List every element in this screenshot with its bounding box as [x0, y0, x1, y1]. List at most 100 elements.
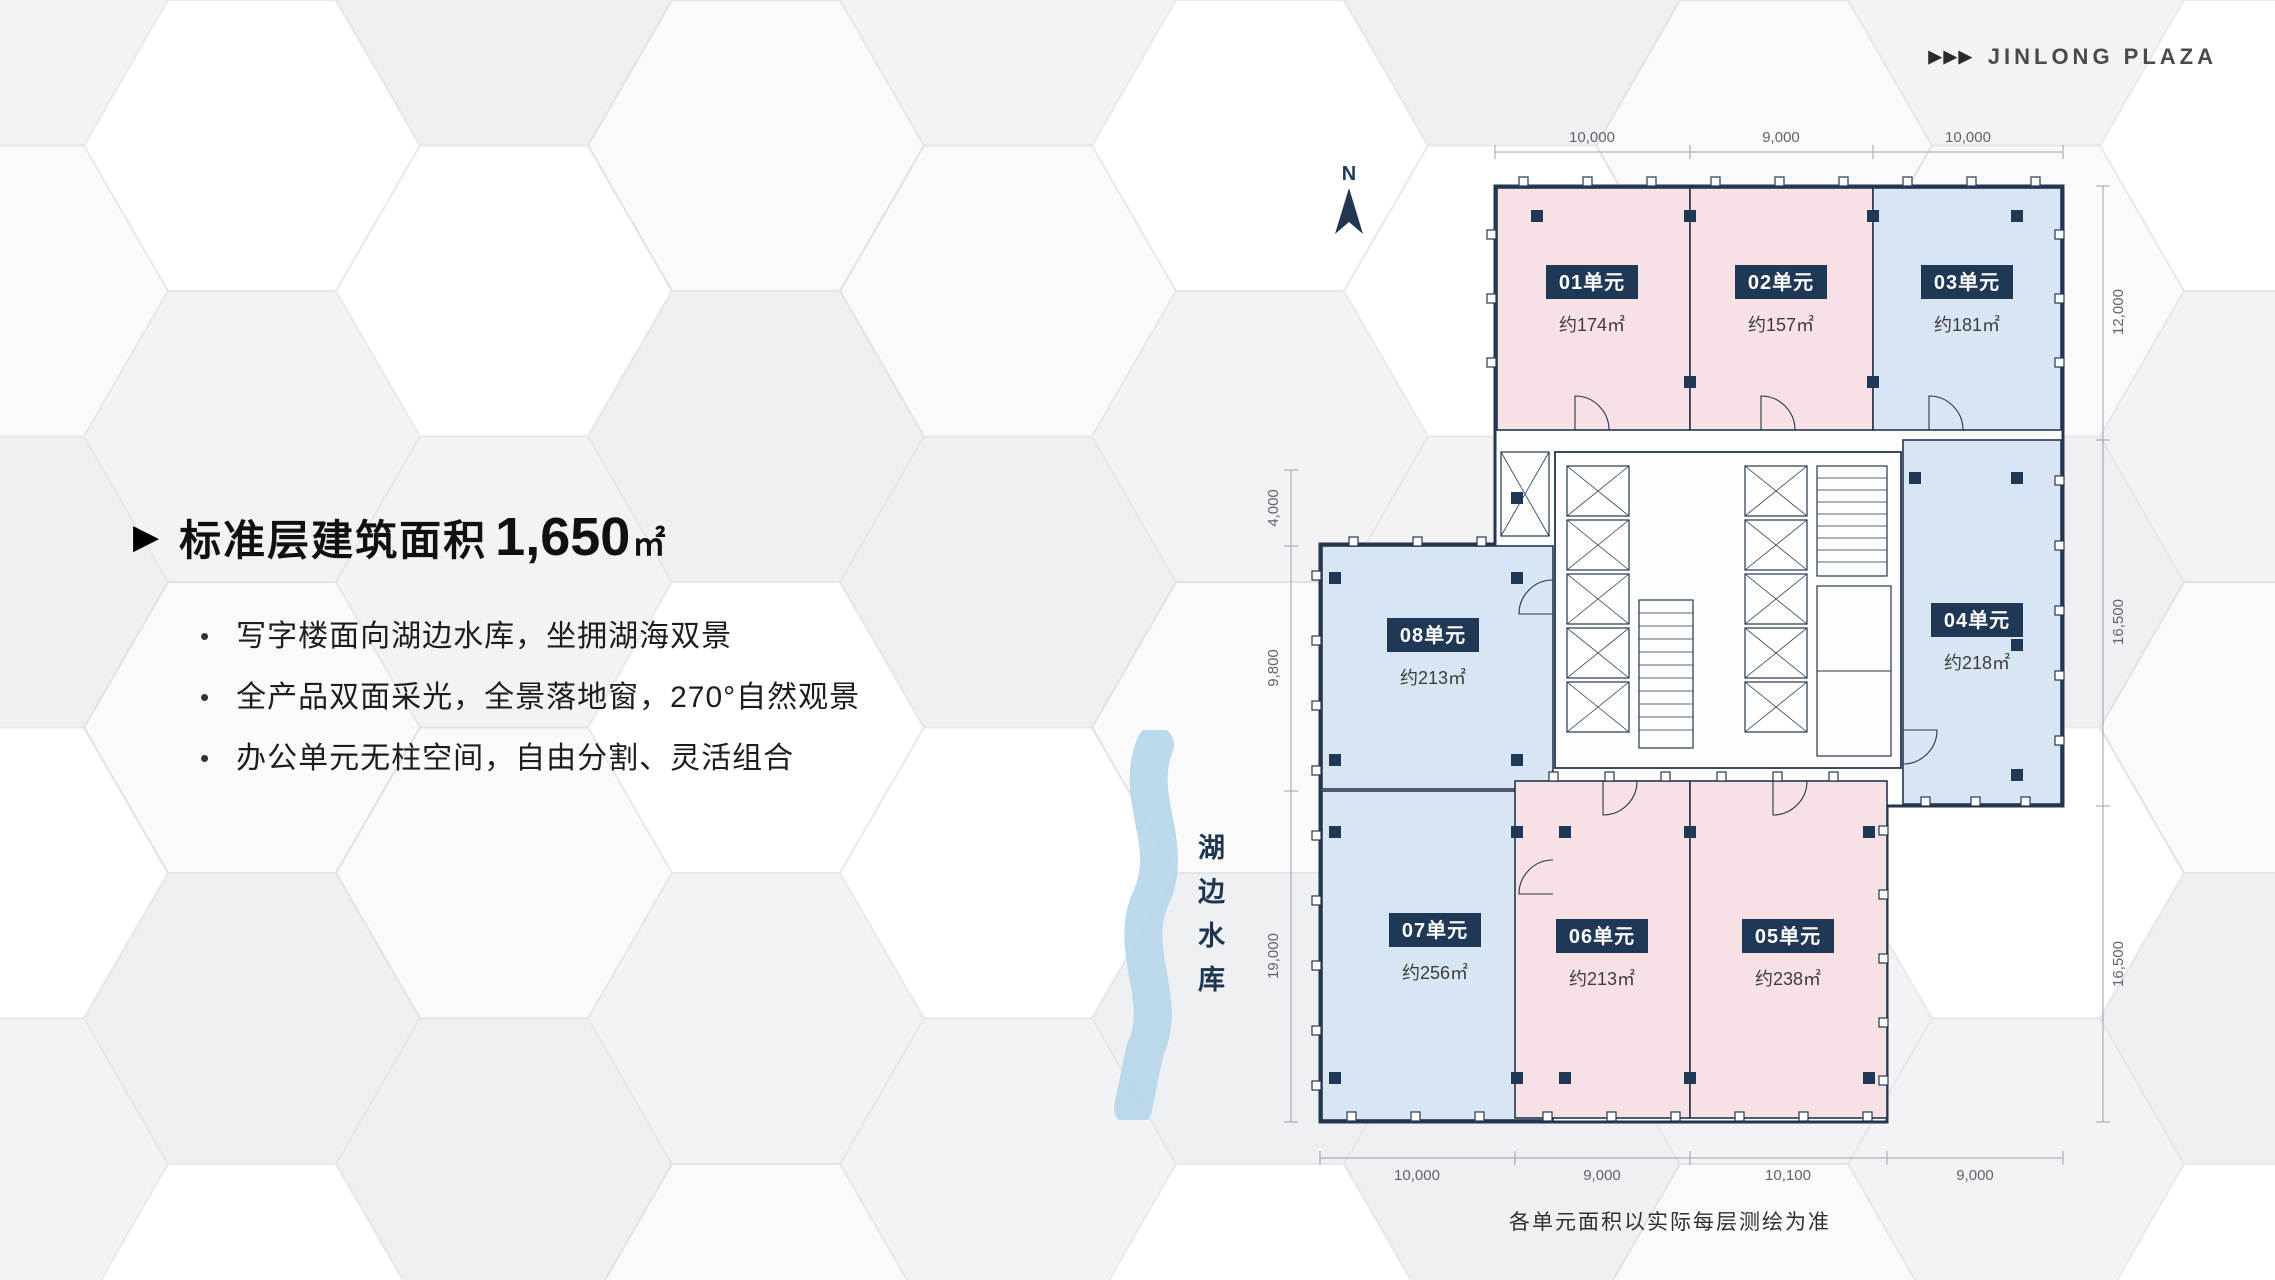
- window-mark: [1670, 1111, 1681, 1122]
- window-mark: [1646, 176, 1657, 187]
- bullet-list: • 写字楼面向湖边水库，坐拥湖海双景 • 全产品双面采光，全景落地窗，270°自…: [200, 606, 860, 789]
- window-mark: [1970, 796, 1981, 807]
- window-mark: [1710, 176, 1721, 187]
- column-marker: [1684, 826, 1696, 838]
- column-marker: [2011, 639, 2023, 651]
- window-mark: [1412, 536, 1423, 547]
- window-mark: [1518, 176, 1529, 187]
- hexagon-tile: [2098, 581, 2275, 874]
- badge-bg: [1921, 265, 2013, 299]
- dim-label: 4,000: [1265, 489, 1282, 527]
- column-marker: [2011, 472, 2023, 484]
- dim-label: 10,100: [1765, 1167, 1811, 1184]
- window-mark: [1311, 1025, 1322, 1036]
- door-arc: [1602, 780, 1638, 816]
- hexagon-tile: [2098, 0, 2275, 292]
- unit-07-badge: 07单元 约256㎡: [1389, 913, 1481, 983]
- unit-05-badge: 05单元 约238㎡: [1742, 919, 1834, 989]
- dimension-left: 4,000 9,800 19,000: [1265, 469, 1298, 1123]
- dim-label: 16,500: [2110, 941, 2127, 987]
- elevator-cross: [1744, 573, 1808, 625]
- unit-08-area: 约213㎡: [1400, 667, 1466, 688]
- bullet-text: 全产品双面采光，全景落地窗，270°自然观景: [236, 681, 861, 714]
- column-marker: [1863, 826, 1875, 838]
- window-mark: [1920, 796, 1931, 807]
- badge-bg: [1556, 919, 1648, 953]
- column-marker: [1684, 376, 1696, 388]
- window-mark: [2054, 293, 2065, 304]
- bullet-item: • 办公单元无柱空间，自由分割、灵活组合: [200, 728, 860, 789]
- unit-03-region: [1872, 187, 2062, 431]
- shaft-cross: [1500, 451, 1550, 537]
- badge-bg: [1735, 265, 1827, 299]
- window-mark: [1838, 176, 1849, 187]
- unit-05-area: 约238㎡: [1755, 968, 1821, 989]
- unit-01-badge: 01单元 约174㎡: [1546, 265, 1638, 335]
- dim-label: 9,800: [1265, 649, 1282, 687]
- unit-06-name: 06单元: [1569, 924, 1635, 948]
- elevator-cross: [1744, 519, 1808, 571]
- columns-layer: [1329, 210, 2023, 1084]
- door-arc: [1518, 579, 1554, 615]
- column-marker: [1329, 754, 1341, 766]
- stair-treads: [1639, 477, 1887, 731]
- north-arrow-icon: [1335, 188, 1363, 234]
- hexagon-tile: [2115, 1162, 2275, 1280]
- column-marker: [1684, 1072, 1696, 1084]
- window-mark: [2054, 605, 2065, 616]
- unit-04-name: 04单元: [1944, 608, 2010, 632]
- door-arc: [1760, 395, 1796, 431]
- window-mark: [2054, 735, 2065, 746]
- column-marker: [1867, 210, 1879, 222]
- badge-bg: [1546, 265, 1638, 299]
- column-marker: [2011, 769, 2023, 781]
- dim-label: 10,000: [1945, 130, 1991, 146]
- unit-labels: 01单元 约174㎡ 02单元 约157㎡ 03单元 约181㎡ 04单元 约2…: [1387, 265, 2023, 989]
- column-marker: [1511, 754, 1523, 766]
- window-mark: [1311, 765, 1322, 776]
- shaft: [1500, 451, 1550, 537]
- footnote: 各单元面积以实际每层测绘为准: [1509, 1211, 1831, 1234]
- column-marker: [1329, 1072, 1341, 1084]
- lake-label: 湖边水库: [1194, 833, 1224, 1009]
- headline-value: 1,650: [495, 507, 631, 567]
- bullet-item: • 写字楼面向湖边水库，坐拥湖海双景: [200, 606, 860, 667]
- dim-label: 10,000: [1394, 1167, 1440, 1184]
- elevator-cross: [1566, 681, 1630, 733]
- stair-right: [1816, 465, 1888, 577]
- core: [1500, 451, 1902, 769]
- column-marker: [1867, 376, 1879, 388]
- column-marker: [1511, 826, 1523, 838]
- window-mark: [1311, 960, 1322, 971]
- unit-08-badge: 08单元 约213㎡: [1387, 618, 1479, 688]
- window-mark: [1410, 1111, 1421, 1122]
- unit-06-badge: 06单元 约213㎡: [1556, 919, 1648, 989]
- unit-07-name: 07单元: [1402, 918, 1468, 942]
- hexagon-tile: [2098, 872, 2275, 1165]
- badge-bg: [1389, 913, 1481, 947]
- headline-label: 标准层建筑面积: [179, 517, 488, 564]
- window-mark: [2054, 229, 2065, 240]
- unit-08-region: [1321, 545, 1554, 790]
- window-mark: [1966, 176, 1977, 187]
- column-marker: [1684, 210, 1696, 222]
- north-compass: N: [1335, 163, 1363, 234]
- window-mark: [1348, 536, 1359, 547]
- column-marker: [1531, 210, 1543, 222]
- column-marker: [1559, 1072, 1571, 1084]
- elevator-cross: [1566, 519, 1630, 571]
- unit-01-region: [1496, 187, 1691, 431]
- badge-bg: [1742, 919, 1834, 953]
- unit-02-region: [1689, 187, 1874, 431]
- window-mark: [1486, 357, 1497, 368]
- window-mark: [1486, 293, 1497, 304]
- window-mark: [1311, 1080, 1322, 1091]
- column-marker: [1329, 826, 1341, 838]
- column-marker: [1511, 572, 1523, 584]
- window-mark: [1828, 771, 1839, 782]
- dimension-bottom: 10,000 9,000 10,100 9,000: [1319, 1151, 2064, 1184]
- hexagon-tile: [2098, 290, 2275, 583]
- window-mark: [1878, 1017, 1889, 1028]
- window-mark: [1311, 895, 1322, 906]
- dimension-top: 10,000 9,000 10,000: [1494, 130, 2064, 159]
